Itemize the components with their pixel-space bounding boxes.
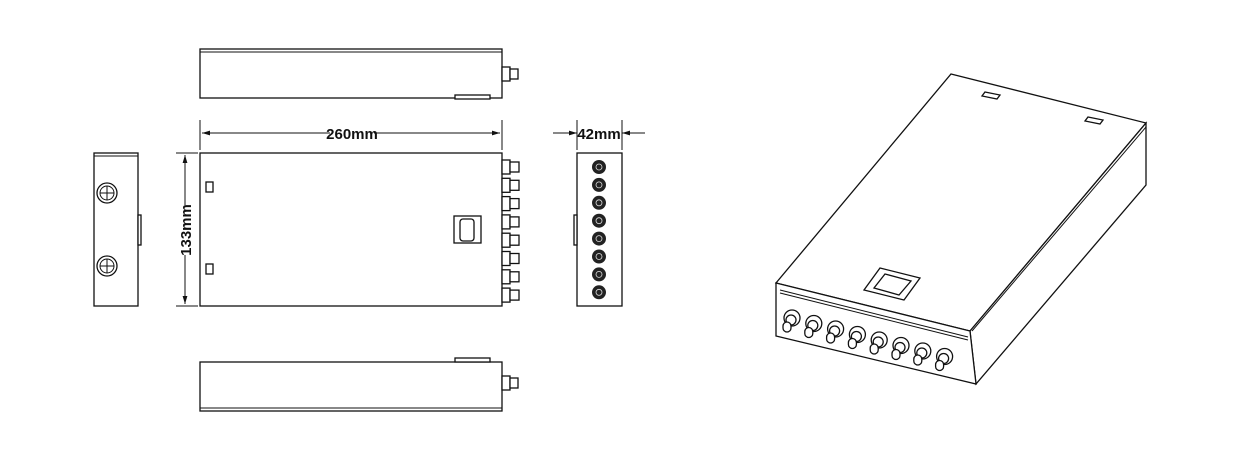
connector-icon [891, 336, 910, 361]
isometric-view [774, 73, 1148, 386]
connector-icon [501, 250, 520, 267]
latch-icon [453, 215, 482, 244]
connector-icon [913, 342, 932, 366]
end-ports [592, 160, 606, 300]
connector-icon [782, 309, 801, 333]
dimension-length: 260mm [199, 120, 503, 150]
connector-icon [501, 269, 520, 285]
right-end-view: 42mm [553, 120, 645, 307]
port-icon [592, 285, 606, 300]
dimension-height-label: 42mm [577, 126, 620, 143]
port-icon [592, 160, 606, 174]
dimension-width-label: 133mm [178, 204, 195, 256]
connector-icon [501, 159, 520, 175]
left-end-view [93, 152, 142, 307]
dimension-width: 133mm [176, 152, 198, 307]
top-view [199, 48, 519, 100]
port-icon [592, 231, 606, 246]
connector-icon [847, 325, 867, 350]
connector-icon [501, 195, 520, 212]
connector-icon [934, 347, 954, 372]
port-icon [592, 213, 606, 228]
connector-icon [804, 314, 823, 339]
bottom-view [199, 357, 519, 412]
connector-icon [501, 214, 520, 230]
connector-icon [501, 232, 520, 248]
port-icon [592, 195, 606, 210]
screw-icon [96, 255, 118, 277]
iso-connectors [782, 309, 954, 372]
front-view [199, 152, 520, 307]
port-icon [592, 267, 606, 282]
latch-icon [862, 267, 922, 301]
connector-icon [825, 320, 845, 344]
port-icon [592, 249, 606, 264]
connector-icon [501, 177, 520, 193]
dimension-length-label: 260mm [326, 126, 378, 143]
connector-icon [869, 331, 888, 355]
connector-icon [501, 287, 520, 303]
port-icon [592, 177, 606, 192]
screw-icon [96, 182, 118, 204]
front-connectors [501, 159, 520, 303]
